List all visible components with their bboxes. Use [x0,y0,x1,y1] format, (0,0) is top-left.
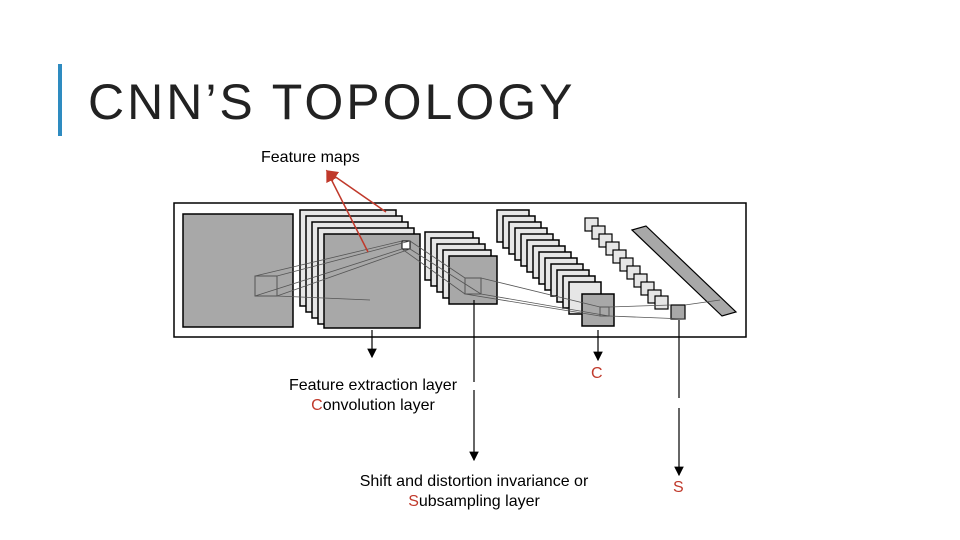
title-accent-bar [58,64,62,136]
layer-pointer-arrows [367,300,684,477]
c-marker-label: C [591,365,603,382]
subsampling-layer-caption: Shift and distortion invariance or Subsa… [340,472,608,512]
input-image [182,213,294,328]
shift-invariance-label: Shift and distortion invariance or [359,473,589,490]
output-layer [630,225,738,317]
feature-extraction-label: Feature extraction layer [288,377,458,394]
conv2-feature-maps [496,209,615,327]
convolution-layer-label: Convolution layer [270,396,476,416]
subsampling2-maps [584,217,686,320]
convolution-layer-caption: Feature extraction layer Convolution lay… [270,376,476,416]
subsampling1-maps [424,231,498,305]
conv1-feature-maps [299,209,421,329]
projection-lines [254,240,721,320]
s-marker-label: S [673,479,684,496]
subsampling-layer-label: Subsampling layer [340,492,608,512]
input-receptive-field [254,275,278,297]
subsampling-rest: ubsampling layer [418,493,540,510]
subsampling-initial: S [408,493,419,510]
feature-maps-pointer-arrows [325,169,387,253]
convolution-initial: C [311,397,323,414]
page-title: CNN’S TOPOLOGY [88,74,576,130]
convolution-rest: onvolution layer [322,397,435,414]
feature-maps-label: Feature maps [261,149,360,166]
